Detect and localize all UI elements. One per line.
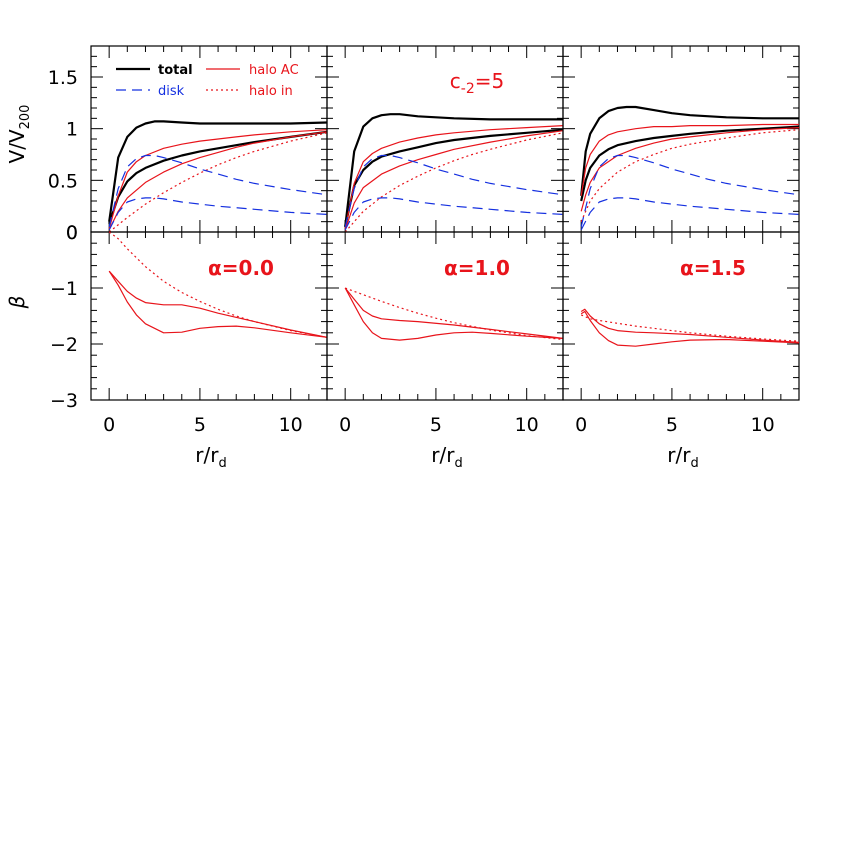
panel-frame-0-2 — [562, 45, 800, 233]
legend-label-halo-in: halo in — [249, 84, 293, 99]
x-tick-label: 5 — [666, 414, 678, 436]
x-axis-label: r/rd — [195, 443, 226, 471]
y-axis-label-top: V/V200 — [5, 105, 33, 164]
bottom-panel-1-halo-in-line — [344, 287, 564, 341]
top-panel-2-disk-line — [580, 154, 800, 227]
x-tick-label: 0 — [575, 414, 587, 436]
x-axis-label: r/rd — [431, 443, 462, 471]
top-panel-2-total-line — [580, 105, 799, 196]
top-panel-1-total-line — [344, 113, 563, 227]
top-panel-1-total-line — [344, 128, 564, 228]
top-panel-2-halo-AC-line — [580, 127, 800, 212]
x-tick-label: 10 — [751, 414, 775, 436]
top-panel-2-disk-line — [580, 197, 800, 231]
x-tick-label: 0 — [339, 414, 351, 436]
bottom-panel-0-halo-AC-line — [108, 270, 328, 338]
top-panel-1-halo-AC-line — [344, 125, 564, 230]
panel-annotation-alpha: α=0.0 — [208, 256, 274, 280]
y-tick-label: −1 — [50, 278, 78, 300]
top-panel-2-halo-AC-line — [580, 123, 799, 196]
bottom-panel-1-halo-AC-line — [344, 287, 564, 341]
legend-label-halo-AC: halo AC — [249, 63, 299, 78]
x-tick-label: 0 — [103, 414, 115, 436]
top-panel-0-halo-AC-line — [108, 131, 328, 231]
y-tick-label: 0 — [66, 222, 78, 244]
y-tick-label: −2 — [50, 334, 78, 356]
panel-frame-0-1 — [326, 45, 564, 233]
legend-label-disk: disk — [158, 84, 185, 99]
top-panel-0-halo-AC-line — [108, 129, 328, 230]
y-axis-label-bottom: β — [5, 295, 29, 309]
bottom-panel-2-halo-AC-line — [580, 310, 800, 347]
top-panel-0-disk-line — [108, 197, 328, 231]
top-panel-0-disk-line — [108, 154, 328, 227]
y-tick-label: 1 — [66, 119, 78, 141]
bottom-panel-2-halo-AC-line — [580, 308, 800, 343]
legend-label-total: total — [158, 63, 193, 78]
top-panel-1-disk-line — [344, 154, 564, 227]
top-panel-1-halo-AC-line — [344, 130, 564, 231]
panel-annotation-alpha: α=1.5 — [680, 256, 746, 280]
bottom-panel-0-halo-AC-line — [108, 270, 328, 338]
x-tick-label: 10 — [279, 414, 303, 436]
x-axis-label: r/rd — [667, 443, 698, 471]
x-tick-label: 10 — [515, 414, 539, 436]
top-panel-1-disk-line — [344, 197, 564, 231]
bottom-panel-2-halo-in-line — [580, 314, 800, 342]
panel-annotation-concentration: c-2=5 — [450, 69, 504, 97]
y-tick-label: 1.5 — [48, 67, 78, 89]
bottom-panel-0-halo-in-line — [108, 231, 328, 338]
top-panel-2-total-line — [580, 125, 800, 202]
bottom-panel-1-halo-AC-line — [344, 287, 564, 339]
y-tick-label: −3 — [50, 390, 78, 412]
y-tick-label: 0 — [66, 222, 78, 244]
top-panel-0-total-line — [108, 120, 328, 222]
top-panel-2-halo-in-line — [580, 129, 800, 222]
panel-annotation-alpha: α=1.0 — [444, 256, 510, 280]
y-tick-label: 0.5 — [48, 170, 78, 192]
x-tick-label: 5 — [430, 414, 442, 436]
top-panel-1-halo-in-line — [344, 132, 564, 233]
x-tick-label: 5 — [194, 414, 206, 436]
top-panel-0-total-line — [108, 130, 328, 225]
panel-frame-1-2 — [562, 231, 800, 401]
